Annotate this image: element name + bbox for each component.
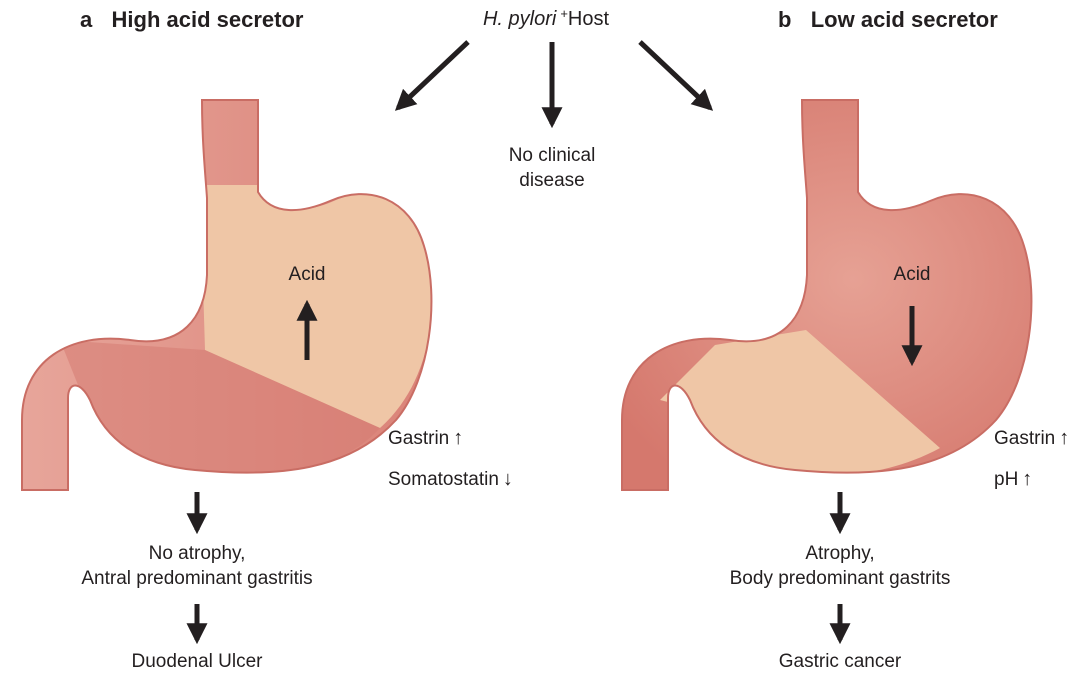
acid-label-a: Acid	[289, 262, 326, 287]
down-arrow-icon: ↓	[503, 468, 513, 490]
outcome1-a: No atrophy, Antral predominant gastritis	[81, 541, 312, 591]
panel-a-title: High acid secretor	[112, 7, 304, 32]
no-clinical-line1: No clinical	[509, 143, 596, 168]
panel-b-heading: b Low acid secretor	[778, 7, 998, 34]
arrow-to-low-acid	[640, 42, 710, 108]
host-text: Host	[568, 8, 609, 30]
gastrin-label-b: Gastrin↑	[994, 426, 1069, 451]
host-species: H. pylori	[483, 8, 556, 30]
gastrin-label-a: Gastrin↑	[388, 426, 463, 451]
panel-b-letter: b	[778, 7, 791, 32]
outcome1-a-line2: Antral predominant gastritis	[81, 566, 312, 591]
outcome2-b: Gastric cancer	[779, 649, 901, 674]
arrow-to-high-acid	[398, 42, 468, 108]
host-plus-sup: +	[560, 6, 568, 21]
gastrin-b-text: Gastrin	[994, 428, 1055, 449]
outcome1-b: Atrophy, Body predominant gastrits	[730, 541, 951, 591]
panel-a-letter: a	[80, 7, 92, 32]
panel-b-title: Low acid secretor	[811, 7, 998, 32]
up-arrow-icon: ↑	[1059, 427, 1069, 449]
no-clinical-line2: disease	[509, 168, 596, 193]
up-arrow-icon: ↑	[1022, 468, 1032, 490]
no-clinical-disease-label: No clinical disease	[509, 143, 596, 193]
stomach-b-illustration	[600, 90, 1060, 510]
panel-a-heading: a High acid secretor	[80, 7, 303, 34]
somatostatin-a-text: Somatostatin	[388, 469, 499, 490]
outcome1-b-line1: Atrophy,	[730, 541, 951, 566]
somatostatin-label-a: Somatostatin↓	[388, 467, 513, 492]
outcome1-b-line2: Body predominant gastrits	[730, 566, 951, 591]
up-arrow-icon: ↑	[453, 427, 463, 449]
outcome1-a-line1: No atrophy,	[81, 541, 312, 566]
host-title: H. pylori +Host	[483, 7, 609, 33]
ph-b-text: pH	[994, 469, 1018, 490]
ph-label-b: pH↑	[994, 467, 1032, 492]
outcome2-a: Duodenal Ulcer	[132, 649, 263, 674]
gastrin-a-text: Gastrin	[388, 428, 449, 449]
acid-label-b: Acid	[894, 262, 931, 287]
